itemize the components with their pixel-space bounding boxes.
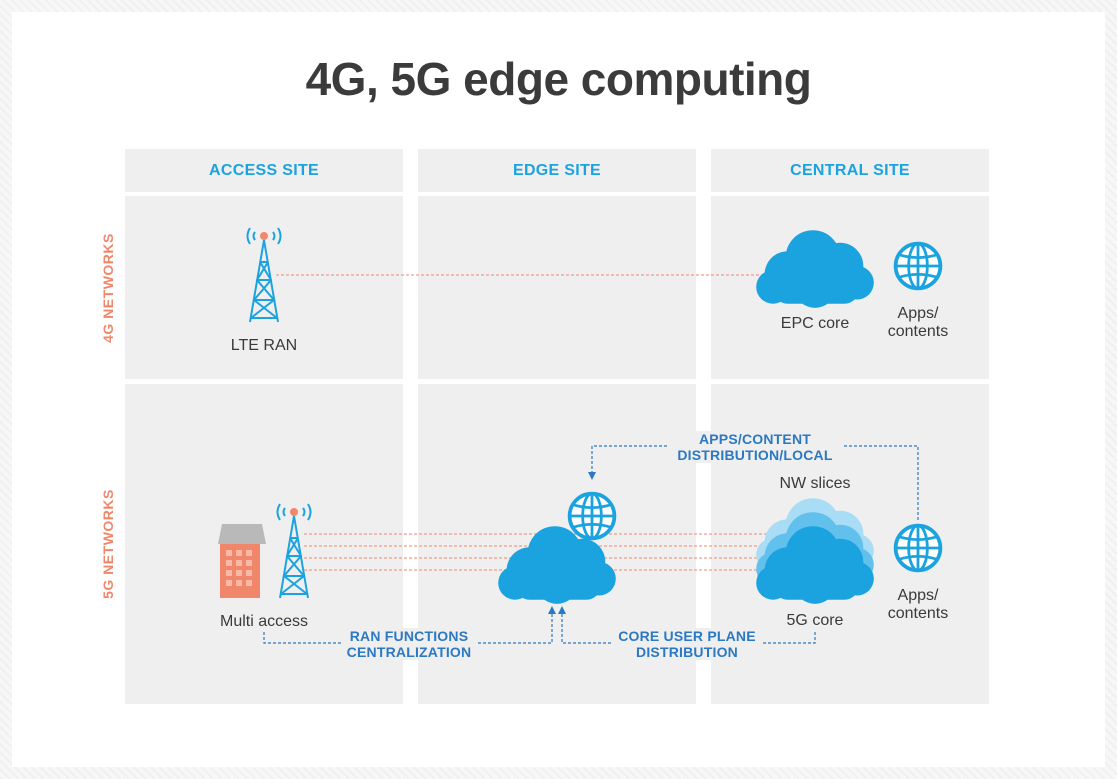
label-multi-access: Multi access bbox=[219, 613, 309, 630]
header-cell-edge bbox=[418, 149, 696, 192]
label-apps-4g: Apps/ contents bbox=[887, 305, 949, 340]
cloud-icon bbox=[756, 498, 874, 604]
header-cell-central bbox=[711, 149, 989, 192]
label-nw-slices: NW slices bbox=[779, 475, 851, 492]
cloud-icon bbox=[756, 230, 874, 308]
cell-tower-icon bbox=[246, 227, 282, 323]
flow-label-core-user-plane: CORE USER PLANE DISTRIBUTION bbox=[612, 628, 762, 660]
globe-icon bbox=[567, 491, 617, 541]
cell-4g-edge bbox=[418, 196, 696, 379]
label-lte-ran: LTE RAN bbox=[230, 337, 298, 354]
cell-tower-icon bbox=[276, 503, 312, 599]
globe-icon bbox=[893, 523, 943, 573]
page-title: 4G, 5G edge computing bbox=[305, 53, 812, 105]
flow-label-apps-distribution: APPS/CONTENT DISTRIBUTION/LOCAL bbox=[668, 431, 842, 463]
label-epc-core: EPC core bbox=[780, 315, 850, 332]
label-5g-core: 5G core bbox=[786, 612, 844, 629]
column-heading-access: ACCESS SITE bbox=[209, 162, 319, 179]
arrow-up-icon bbox=[558, 606, 566, 614]
flow-label-ran-functions: RAN FUNCTIONS CENTRALIZATION bbox=[342, 628, 476, 660]
building-icon bbox=[218, 524, 266, 598]
arrow-down-icon bbox=[588, 472, 596, 480]
globe-icon bbox=[893, 241, 943, 291]
label-apps-5g: Apps/ contents bbox=[887, 587, 949, 622]
column-heading-edge: EDGE SITE bbox=[512, 162, 602, 179]
column-heading-central: CENTRAL SITE bbox=[790, 162, 910, 179]
header-cell-access bbox=[125, 149, 403, 192]
arrow-up-icon bbox=[548, 606, 556, 614]
